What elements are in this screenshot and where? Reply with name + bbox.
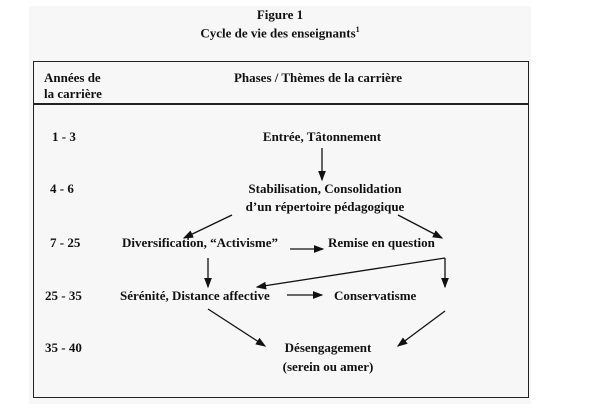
header-divider [33, 103, 529, 105]
footnote-mark: 1 [355, 25, 360, 34]
arrow-conservatisme-to-desengagement [396, 310, 446, 347]
page-background [29, 6, 531, 404]
arrow-remise-to-serenite [255, 257, 446, 290]
arrow-serenite-to-desengagement [207, 308, 267, 347]
phase-conservatisme: Conservatisme [334, 288, 417, 303]
figure-label: Figure 1 [256, 7, 304, 22]
phase-entree: Entrée, Tâtonnement [262, 129, 382, 144]
header-years-line2: la carrière [44, 86, 102, 101]
figure-title: Cycle de vie des enseignants1 [200, 25, 360, 41]
header-years-line1: Années de [44, 70, 101, 85]
arrow-stabilisation-to-remise [397, 214, 444, 239]
phase-diversification: Diversification, “Activisme” [122, 235, 278, 250]
figure-title-text: Cycle de vie des enseignants [200, 25, 356, 41]
phase-stabilisation: Stabilisation, Consolidation [248, 181, 402, 196]
phase-desengagement-line2: (serein ou amer) [282, 359, 374, 374]
phase-serenite: Sérénité, Distance affective [120, 288, 270, 303]
phase-remise-en-question: Remise en question [328, 235, 435, 250]
header-phases: Phases / Thèmes de la carrière [233, 70, 403, 85]
years-1-3: 1 - 3 [52, 129, 76, 144]
years-7-25: 7 - 25 [50, 235, 81, 250]
years-35-40: 35 - 40 [45, 340, 82, 355]
years-25-35: 25 - 35 [45, 288, 82, 303]
diagram-frame [33, 61, 529, 398]
arrow-stabilisation-to-diversification [182, 214, 233, 239]
phase-desengagement: Désengagement [284, 340, 372, 355]
phase-stabilisation-line2: d’un répertoire pédagogique [245, 199, 405, 214]
years-4-6: 4 - 6 [50, 181, 74, 196]
